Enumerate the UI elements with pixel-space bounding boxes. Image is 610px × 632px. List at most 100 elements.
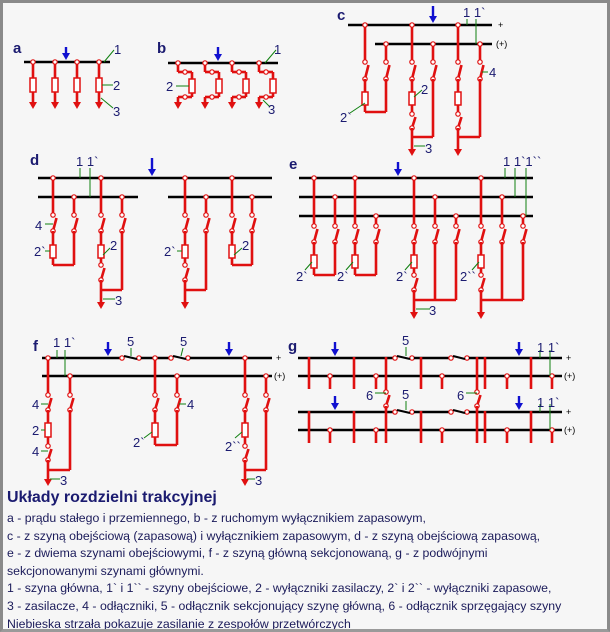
section-switch-blade bbox=[452, 409, 466, 414]
terminal-node bbox=[478, 272, 484, 278]
terminal-node bbox=[477, 41, 483, 47]
section-switch-blade bbox=[452, 355, 466, 360]
terminal-node bbox=[478, 175, 484, 181]
terminal-node bbox=[499, 223, 505, 229]
terminal-node bbox=[67, 373, 73, 379]
supply-arrow-icon bbox=[225, 349, 233, 356]
section-switch-blade bbox=[123, 355, 138, 360]
label-1: 1 bbox=[274, 42, 281, 57]
terminal-node bbox=[439, 373, 445, 379]
terminal-node bbox=[464, 409, 470, 415]
terminal-node bbox=[50, 175, 56, 181]
terminal-node bbox=[430, 41, 436, 47]
label-2: 2 bbox=[110, 238, 117, 253]
terminal-node bbox=[249, 194, 255, 200]
terminal-node bbox=[263, 373, 269, 379]
terminal-node bbox=[455, 111, 461, 117]
terminal-node bbox=[74, 59, 80, 65]
terminal-node bbox=[411, 223, 417, 229]
breaker-resistor-icon bbox=[241, 422, 249, 438]
supply-arrow-icon bbox=[429, 16, 437, 23]
terminal-node bbox=[182, 175, 188, 181]
label-3: 3 bbox=[268, 102, 275, 117]
terminal-node bbox=[119, 212, 125, 218]
label-4: 4 bbox=[32, 444, 39, 459]
label-1-1p: 1 1` bbox=[537, 395, 559, 410]
breaker-resistor-icon bbox=[29, 77, 37, 93]
terminal-node bbox=[311, 175, 317, 181]
terminal-node bbox=[263, 69, 269, 75]
breaker-resistor-icon bbox=[97, 244, 105, 259]
terminal-node bbox=[249, 212, 255, 218]
diagram-letter-g: g bbox=[288, 338, 297, 355]
feeder-arrow-icon bbox=[95, 102, 103, 109]
label-leader-line bbox=[345, 261, 354, 271]
supply-arrow-icon bbox=[214, 54, 222, 61]
caption-line: Niebieska strzała pokazuje zasilanie z z… bbox=[7, 616, 351, 631]
supply-arrow-icon bbox=[394, 169, 402, 176]
terminal-node bbox=[383, 59, 389, 65]
terminal-node bbox=[50, 212, 56, 218]
label-2p: 2` bbox=[133, 435, 145, 450]
terminal-node bbox=[464, 355, 470, 361]
diagram-c: c+(+)1 1`422`3 bbox=[337, 5, 507, 156]
breaker-resistor-icon bbox=[351, 254, 359, 269]
terminal-node bbox=[362, 22, 368, 28]
terminal-node bbox=[373, 427, 379, 433]
feeder-arrow-icon bbox=[73, 102, 81, 109]
feeder-arrow-icon bbox=[29, 102, 37, 109]
terminal-node bbox=[98, 212, 104, 218]
terminal-node bbox=[504, 427, 510, 433]
bus-mark-plus: + bbox=[276, 353, 281, 363]
label-2: 2 bbox=[242, 238, 249, 253]
label-1-1p: 1 1` bbox=[76, 154, 98, 169]
terminal-node bbox=[174, 373, 180, 379]
label-2: 2 bbox=[113, 78, 120, 93]
terminal-node bbox=[67, 392, 73, 398]
supply-arrow-icon bbox=[331, 403, 339, 410]
terminal-node bbox=[236, 69, 242, 75]
terminal-node bbox=[474, 389, 480, 395]
supply-arrow-icon bbox=[515, 403, 523, 410]
label-3: 3 bbox=[113, 104, 120, 119]
terminal-node bbox=[175, 60, 181, 66]
terminal-node bbox=[229, 60, 235, 66]
bus-mark-bypass: (+) bbox=[564, 371, 575, 381]
terminal-node bbox=[152, 355, 158, 361]
feeder-arrow-icon bbox=[97, 302, 105, 309]
breaker-resistor-icon bbox=[310, 254, 318, 269]
terminal-node bbox=[174, 392, 180, 398]
diagram-letter-f: f bbox=[33, 338, 39, 355]
terminal-node bbox=[332, 194, 338, 200]
feeder-arrow-icon bbox=[255, 102, 263, 109]
label-2p: 2` bbox=[396, 269, 408, 284]
terminal-node bbox=[455, 22, 461, 28]
label-3: 3 bbox=[255, 473, 262, 488]
terminal-node bbox=[411, 175, 417, 181]
label-2p: 2` bbox=[164, 244, 176, 259]
terminal-node bbox=[96, 59, 102, 65]
terminal-node bbox=[432, 194, 438, 200]
terminal-node bbox=[332, 223, 338, 229]
feeder-arrow-icon bbox=[410, 312, 418, 319]
breaker-resistor-icon bbox=[73, 77, 81, 93]
section-switch-blade bbox=[396, 355, 411, 360]
terminal-node bbox=[373, 223, 379, 229]
terminal-node bbox=[242, 443, 248, 449]
breaker-resistor-icon bbox=[269, 78, 277, 94]
diagram-letter-b: b bbox=[157, 40, 166, 57]
breaker-resistor-icon bbox=[51, 77, 59, 93]
terminal-node bbox=[256, 60, 262, 66]
terminal-node bbox=[182, 212, 188, 218]
label-leader-line bbox=[349, 102, 366, 114]
terminal-node bbox=[409, 59, 415, 65]
bus-mark-bypass: (+) bbox=[496, 39, 507, 49]
feeder-arrow-icon bbox=[51, 102, 59, 109]
label-5: 5 bbox=[127, 334, 134, 349]
terminal-node bbox=[392, 355, 398, 361]
terminal-node bbox=[448, 355, 454, 361]
label-4: 4 bbox=[489, 65, 496, 80]
label-leader-line bbox=[264, 49, 277, 64]
label-5: 5 bbox=[402, 387, 409, 402]
